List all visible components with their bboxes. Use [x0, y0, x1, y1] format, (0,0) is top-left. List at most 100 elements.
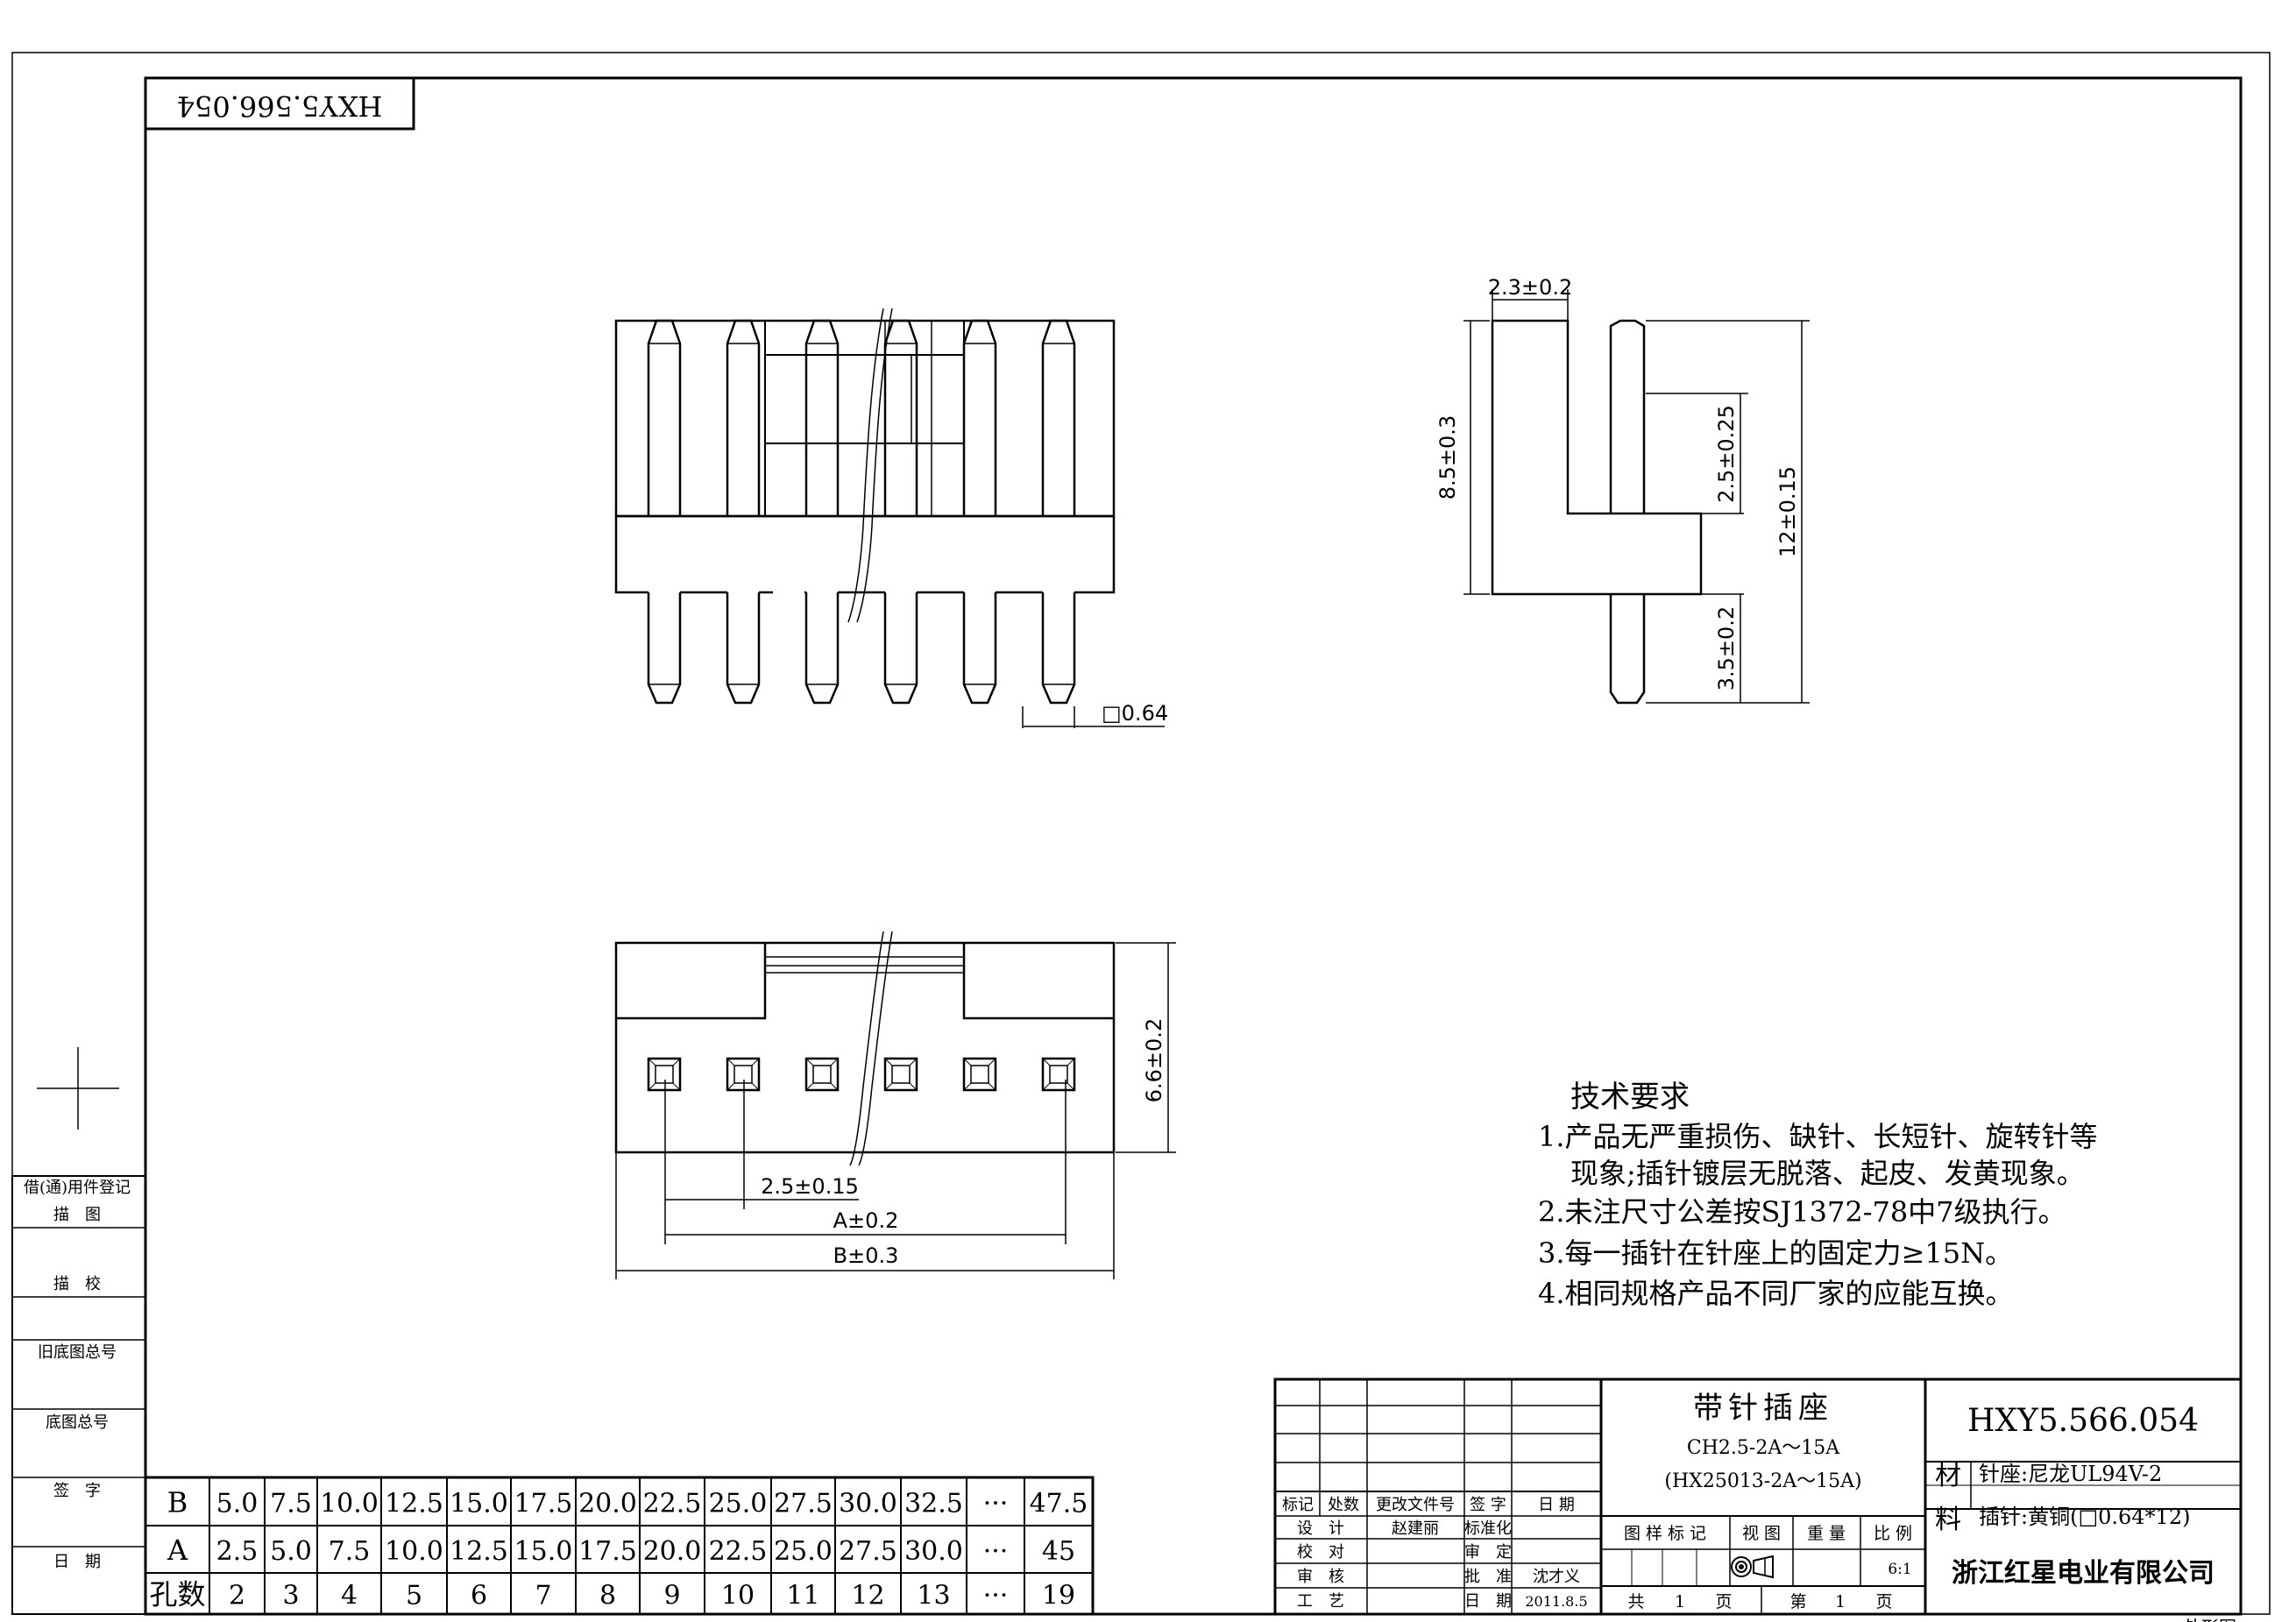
size-table-cell: 3 — [282, 1581, 299, 1611]
designer-name: 赵建丽 — [1392, 1519, 1439, 1538]
dim-side-width: 2.3±0.2 — [1488, 275, 1572, 300]
bottom-break-line — [849, 931, 893, 1166]
dim-a: A±0.2 — [833, 1208, 899, 1233]
pin-hole-chamfer — [909, 1082, 918, 1091]
size-table-cell: 4 — [341, 1581, 358, 1611]
pin-hole — [647, 1057, 682, 1092]
page-suffix: 页 — [1875, 1592, 1892, 1611]
pin-tail — [647, 592, 682, 705]
material-char: 材 — [1935, 1461, 1961, 1491]
strip-label: 日 期 — [53, 1553, 101, 1571]
pin-hole-chamfer — [648, 1058, 656, 1066]
pin-hole-chamfer — [1067, 1082, 1075, 1091]
pin-hole-chamfer — [1067, 1058, 1075, 1066]
sheet-no-prefix: 第 — [1789, 1592, 1806, 1611]
product-name: 带针插座 — [1693, 1391, 1833, 1426]
side-view — [1491, 319, 1703, 705]
side-dimension-lines — [1463, 289, 1810, 704]
size-table-cell: 10 — [721, 1581, 755, 1611]
revision-header-label: 更改文件号 — [1376, 1496, 1455, 1514]
dim-side-total: 12±0.15 — [1775, 466, 1800, 557]
pin-tail — [962, 592, 997, 705]
pin-outline — [962, 319, 997, 516]
pin-hole-chamfer — [751, 1058, 760, 1066]
size-table-cell: 2.5 — [216, 1536, 259, 1567]
size-table-cell: 30.0 — [904, 1536, 963, 1567]
size-table-cell: 25.0 — [774, 1536, 833, 1567]
size-table-cell: 47.5 — [1030, 1489, 1088, 1519]
pin-hole — [726, 1057, 761, 1092]
strip-label: 描 图 — [53, 1206, 101, 1224]
date-label: 日 期 — [1464, 1592, 1512, 1611]
pin-outline — [804, 319, 840, 516]
pin-hole — [804, 1057, 840, 1092]
pin-hole-inner — [733, 1065, 753, 1084]
dim-side-pin-top: 2.5±0.25 — [1714, 405, 1739, 503]
material-char: 料 — [1935, 1505, 1961, 1535]
size-table-cell: 13 — [917, 1581, 950, 1611]
company-name: 浙江红星电业有限公司 — [1952, 1558, 2215, 1589]
inner-frame — [144, 76, 2243, 1616]
attr-label: 比 例 — [1874, 1524, 1912, 1543]
bottom-holes — [647, 1057, 1076, 1092]
scale-value: 6:1 — [1888, 1561, 1911, 1578]
pin-hole-chamfer — [988, 1058, 996, 1066]
review-label: 审 定 — [1464, 1543, 1512, 1562]
dim-side-pin-bottom: 3.5±0.2 — [1714, 606, 1739, 691]
size-table-cell: 7 — [535, 1581, 551, 1611]
process-label: 工 艺 — [1297, 1592, 1344, 1611]
pin-outline — [647, 319, 682, 516]
size-table-cell: 2 — [229, 1581, 245, 1611]
size-table-row-label: B — [167, 1486, 188, 1519]
pin-hole-chamfer — [805, 1082, 814, 1091]
pin-hole-chamfer — [672, 1082, 681, 1091]
size-table-cell: 10.0 — [385, 1536, 443, 1567]
check-label: 校 对 — [1297, 1543, 1344, 1562]
size-table-cell: 19 — [1042, 1581, 1075, 1611]
size-table-cell: 22.5 — [643, 1489, 702, 1519]
pin-hole-chamfer — [672, 1058, 681, 1066]
page-suffix: 页 — [1715, 1592, 1732, 1611]
bottom-view — [614, 941, 1116, 1154]
strip-label: 描 校 — [53, 1275, 101, 1293]
pin-hole-inner — [970, 1065, 989, 1084]
attr-label: 重 量 — [1807, 1524, 1846, 1543]
size-table-cell: 22.5 — [709, 1536, 768, 1567]
pin-hole-chamfer — [830, 1082, 839, 1091]
tech-requirement-line: 1.产品无严重损伤、缺针、长短针、旋转针等 — [1538, 1120, 2098, 1153]
pin-hole-chamfer — [988, 1082, 996, 1091]
date-value: 2011.8.5 — [1525, 1593, 1587, 1610]
pin-outline — [883, 319, 918, 516]
pin-tail — [726, 592, 761, 705]
mirrored-drawing-number: HXY5.566.054 — [144, 76, 415, 131]
size-table-cell: 7.5 — [270, 1489, 312, 1519]
pin-hole-chamfer — [830, 1058, 839, 1066]
projection-symbol-icon — [1731, 1555, 1774, 1579]
size-table-cell: 20.0 — [643, 1536, 702, 1567]
size-table-cell: 27.5 — [774, 1489, 833, 1519]
size-table-row-label: 孔数 — [149, 1578, 205, 1611]
dim-side-height: 8.5±0.3 — [1435, 415, 1460, 499]
size-table-cell: ··· — [983, 1489, 1009, 1519]
pin-hole-chamfer — [805, 1058, 814, 1066]
pin-hole-chamfer — [884, 1058, 893, 1066]
sheets-total-prefix: 共 — [1627, 1592, 1644, 1611]
pin-outline — [726, 319, 761, 516]
pin-hole-chamfer — [648, 1082, 656, 1091]
size-table-cell: 7.5 — [329, 1536, 371, 1567]
pin-hole — [962, 1057, 997, 1092]
front-break-line — [847, 308, 893, 623]
tech-requirement-line: 现象;插针镀层无脱落、起皮、发黄现象。 — [1570, 1157, 2085, 1190]
size-table-cell: ··· — [983, 1581, 1009, 1611]
size-table-border — [144, 1476, 1095, 1616]
pin-hole — [883, 1057, 918, 1092]
sheet-type: 外形图 — [2184, 1617, 2236, 1622]
drawing-number: HXY5.566.054 — [1967, 1403, 2199, 1439]
bottom-dimension-lines — [615, 942, 1176, 1279]
dim-b: B±0.3 — [833, 1243, 899, 1268]
attr-label: 图 样 标 记 — [1624, 1524, 1706, 1543]
size-table-cell: 5 — [406, 1581, 422, 1611]
sheets-total: 1 — [1675, 1592, 1685, 1611]
approve-label: 批 准 — [1464, 1568, 1512, 1586]
size-table-cell: 25.0 — [709, 1489, 768, 1519]
